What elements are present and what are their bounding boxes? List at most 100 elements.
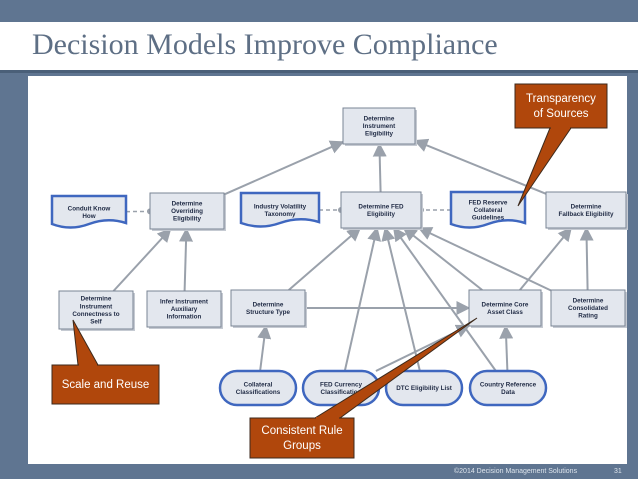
node-label-line: Eligibility [173, 216, 201, 223]
callout-box [249, 417, 355, 459]
node-label-line: Guidelines [472, 215, 505, 222]
edge-dtc-eligibility-list-to-determine-fed-eligibility [381, 226, 421, 372]
callout-text-line: Consistent Rule [261, 425, 342, 437]
input-data-shape [218, 369, 298, 407]
edge-determine-fed-eligibility-to-determine-instrument-eligibility [372, 142, 387, 193]
edge-determine-instrument-connectness-to-determine-overriding-eligibility [112, 227, 172, 292]
edge-country-reference-data-to-determine-fed-eligibility [392, 226, 497, 372]
edge-collateral-classifications-to-determine-structure-type [257, 324, 272, 372]
node-label-line: Classification [321, 389, 362, 396]
callout-transparency-of-sources: Transparency of Sources [514, 83, 608, 207]
node-label-line: DTC Eligibility List [396, 385, 453, 392]
callout-text-line: of Sources [534, 108, 589, 120]
node-label-line: Asset Class [487, 309, 523, 316]
node-label-line: Auxiliary [171, 306, 198, 313]
node-label-line: Instrument [80, 303, 113, 310]
node-label-line: Determine Core [482, 301, 529, 308]
node-label-line: Country Reference [480, 381, 537, 388]
edge-determine-overriding-eligibility-to-determine-instrument-eligibility [223, 140, 345, 196]
footer-copyright: ©2014 Decision Management Solutions [454, 468, 578, 475]
node-label-line: Determine [81, 296, 112, 303]
node-label-line: Overriding [171, 208, 203, 215]
node-label-line: How [82, 213, 95, 220]
node-label-line: Determine [172, 201, 203, 208]
edge-fed-currency-classification-to-determine-fed-eligibility [343, 226, 382, 372]
edge-country-reference-data-to-determine-core-asset-class [499, 324, 514, 372]
title-rule [0, 70, 638, 73]
decision-box [545, 191, 627, 229]
node-label-line: Determine [573, 298, 604, 305]
node-label-line: FED Currency [320, 381, 362, 388]
edge-infer-instrument-auxiliary-information-to-determine-overriding-eligibility [179, 227, 194, 292]
node-label-line: Collateral [244, 381, 273, 388]
callout-box [51, 364, 160, 405]
node-label-line: Conduit Know [68, 205, 111, 212]
node-label-line: Connectness to [72, 311, 119, 318]
slide-title: Decision Models Improve Compliance [32, 28, 498, 61]
node-label-line: Information [167, 314, 202, 321]
page-number: 31 [614, 468, 622, 475]
edge-determine-consolidated-rating-to-determine-fallback-eligibility [579, 226, 594, 291]
edge-determine-structure-type-to-determine-fed-eligibility [288, 227, 362, 291]
edge-determine-core-asset-class-to-determine-fed-eligibility [402, 227, 483, 291]
node-label-line: Infer Instrument [160, 299, 209, 306]
knowledge-source-shape [239, 191, 321, 228]
node-label-line: FED Reserve [469, 200, 508, 207]
node-label-line: Consolidated [568, 305, 608, 312]
input-data-shape [384, 369, 464, 407]
node-label-line: Collateral [474, 207, 503, 214]
input-data-shape [468, 369, 548, 407]
node-dtc-eligibility-list: DTC Eligibility List [384, 369, 464, 407]
node-label-line: Determine [253, 301, 284, 308]
node-label-line: Eligibility [367, 211, 395, 218]
decision-box [340, 191, 422, 229]
node-label-line: Self [90, 319, 102, 326]
node-label-line: Determine [364, 116, 395, 123]
title-band [0, 22, 638, 70]
node-label-line: Taxonomy [264, 211, 296, 218]
node-label-line: Data [501, 389, 515, 396]
decision-box [149, 192, 225, 230]
callout-text-line: Transparency [526, 93, 596, 105]
decision-box [342, 107, 416, 145]
decision-box [550, 289, 626, 327]
node-label-line: Structure Type [246, 309, 290, 316]
edge-determine-fallback-eligibility-to-determine-instrument-eligibility [413, 138, 547, 195]
decision-box [58, 290, 134, 330]
node-label-line: Instrument [363, 123, 396, 130]
edge-layer [112, 138, 594, 372]
node-label-line: Industry Volatility [254, 203, 307, 210]
node-label-line: Classifications [236, 389, 281, 396]
node-label-line: Eligibility [365, 131, 393, 138]
callout-scale-and-reuse: Scale and Reuse [51, 319, 160, 405]
node-label-line: Determine FED [358, 203, 404, 210]
callout-box [514, 83, 608, 129]
node-label-line: Determine [571, 203, 602, 210]
decision-box [230, 289, 306, 327]
callout-text-line: Groups [283, 440, 321, 452]
edge-determine-core-asset-class-to-determine-fallback-eligibility [519, 226, 572, 291]
decision-box [468, 289, 542, 327]
decision-box [146, 290, 222, 328]
node-label-line: Rating [578, 313, 598, 320]
callout-text-line: Scale and Reuse [62, 379, 150, 391]
knowledge-source-shape [50, 194, 128, 229]
knowledge-source-shape [449, 190, 527, 229]
